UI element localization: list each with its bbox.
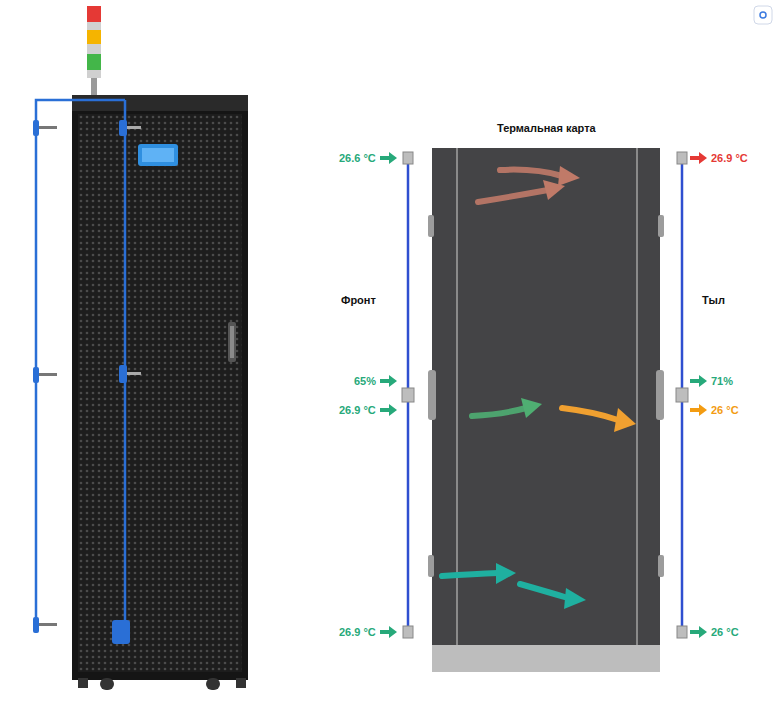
shape-polygon [521,398,542,418]
shape-path [380,626,397,638]
temperature-reading: 26 °C [711,404,739,417]
shape-rect [658,555,664,577]
shape-rect [402,388,414,402]
shape-path [36,100,125,625]
shape-rect [119,120,127,136]
shape-path [478,190,548,202]
shape-rect [39,623,57,626]
shape-rect [236,678,246,688]
shape-rect [87,70,101,78]
shape-rect [39,373,57,376]
shape-polygon [496,563,516,584]
temperature-reading: 26.9 °C [339,404,376,417]
shape-rect [87,44,101,54]
rack-cabinet [72,95,248,690]
shape-rect [119,365,127,383]
shape-circle [760,12,766,18]
shape-path [690,375,707,387]
shape-path [690,152,707,164]
shape-rect [33,120,39,136]
shape-polygon [614,408,636,432]
shape-rect [87,22,101,30]
expand-icon [754,6,772,24]
shape-path [690,404,707,416]
shape-rect [127,372,141,375]
shape-path [442,573,498,576]
shape-rect [230,326,234,358]
shape-path [380,152,397,164]
shape-rect [658,215,664,237]
stack-light [87,6,101,96]
sensor-probes [33,120,141,644]
shape-rect [87,30,101,44]
humidity-reading: 71% [711,375,733,388]
shape-rect [100,678,114,690]
shape-rect [72,95,248,111]
shape-rect [428,370,436,420]
shape-rect [142,148,174,162]
shape-rect [78,678,88,688]
shape-path [380,404,397,416]
shape-path [380,375,397,387]
shape-rect [677,152,687,164]
shape-rect [677,626,687,638]
temperature-reading: 26.9 °C [711,152,748,165]
shape-line [636,148,638,645]
shape-rect [138,144,178,166]
shape-path [472,408,526,416]
shape-polygon [543,180,565,200]
shape-rect [228,322,236,362]
shape-rect [432,148,660,645]
shape-path [520,584,568,598]
shape-rect [676,388,688,402]
temperature-reading: 26.9 °C [339,626,376,639]
shape-polygon [564,588,586,609]
shape-rect [33,617,39,633]
shape-rect [87,6,101,22]
shape-rect [428,215,434,237]
shape-rect [403,626,413,638]
reading-arrows [380,152,707,638]
chart-title: Термальная карта [497,122,596,135]
shape-rect [91,78,97,96]
shape-rect [754,6,772,24]
shape-rect [432,645,660,672]
shape-rect [656,370,664,420]
humidity-reading: 65% [354,375,376,388]
shape-rect [127,126,141,129]
shape-rect [39,126,57,129]
shape-path [500,170,562,176]
shape-rect [112,620,130,644]
shape-rect [428,555,434,577]
shape-rect [206,678,220,690]
sensor-rail [402,152,688,638]
side-label: Фронт [341,294,376,307]
shape-rect [72,95,248,680]
thermal-map [428,148,664,672]
shape-path [690,626,707,638]
shape-polygon [558,166,580,186]
airflow-arrows [442,166,636,609]
side-label: Тыл [702,294,725,307]
shape-rect [87,54,101,70]
temperature-reading: 26.6 °C [339,152,376,165]
sensor-cable [36,100,125,630]
shape-rect [33,367,39,383]
shape-rect [78,114,242,672]
shape-path [562,408,618,420]
shape-rect [403,152,413,164]
temperature-reading: 26 °C [711,626,739,639]
shape-line [456,148,458,645]
